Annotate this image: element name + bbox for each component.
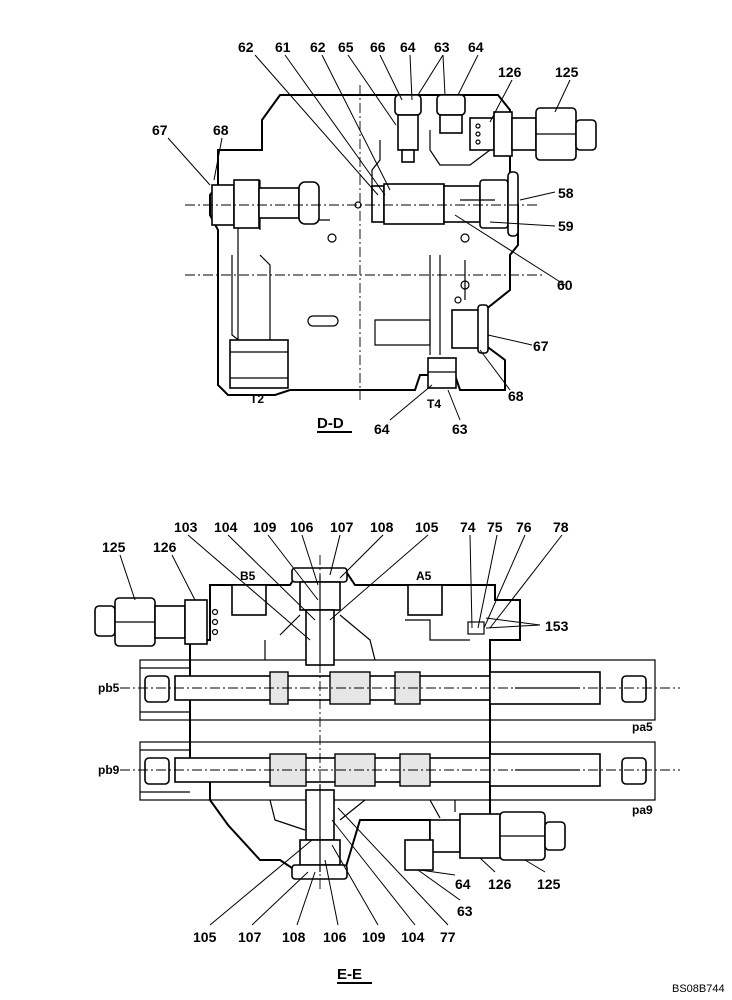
callout-63: 63 [452,421,468,437]
callout-75: 75 [487,519,503,535]
callout-62: 62 [238,39,254,55]
callout-68: 68 [508,388,524,404]
section-dd-body [185,85,597,400]
callout-63: 63 [434,39,450,55]
section-dd-leaders [167,54,571,421]
callout-107: 107 [330,519,354,535]
callout-109: 109 [362,929,386,945]
callout-61: 61 [275,39,291,55]
section-dd-callouts: 62 61 62 65 66 64 63 64 126 125 67 68 58… [152,39,579,437]
port-pb5-label: pb5 [98,681,120,695]
callout-65: 65 [338,39,354,55]
port-pa9-label: pa9 [632,803,653,817]
port-t2-label: T2 [250,392,264,406]
callout-66: 66 [370,39,386,55]
section-ee-callouts-top: 103 104 109 106 107 108 105 74 75 76 78 … [102,519,569,634]
callout-64: 64 [374,421,390,437]
callout-106: 106 [290,519,314,535]
callout-104: 104 [214,519,238,535]
section-dd-ports: T2 T4 [250,392,441,411]
port-b5-label: B5 [240,569,256,583]
section-ee-title: E-E [337,966,362,983]
callout-64: 64 [400,39,416,55]
callout-59: 59 [558,218,574,234]
section-ee-callouts-bottom: 105 107 108 106 109 104 77 64 126 125 63 [193,876,561,945]
callout-67: 67 [533,338,549,354]
port-pa5-label: pa5 [632,720,653,734]
port-a5-label: A5 [416,569,432,583]
callout-153: 153 [545,618,569,634]
callout-60: 60 [557,277,573,293]
section-ee-body [94,555,680,890]
callout-64: 64 [455,876,471,892]
drawing-code: BS08B744 [672,983,725,995]
callout-107: 107 [238,929,262,945]
callout-63: 63 [457,903,473,919]
callout-64: 64 [468,39,484,55]
callout-104: 104 [401,929,425,945]
callout-108: 108 [370,519,394,535]
callout-62: 62 [310,39,326,55]
callout-67: 67 [152,122,168,138]
callout-126: 126 [488,876,512,892]
port-t4-label: T4 [427,397,441,411]
callout-58: 58 [558,185,574,201]
callout-103: 103 [174,519,198,535]
callout-105: 105 [415,519,439,535]
callout-125: 125 [537,876,561,892]
callout-108: 108 [282,929,306,945]
callout-125: 125 [102,539,126,555]
callout-126: 126 [153,539,177,555]
callout-68: 68 [213,122,229,138]
section-ee-ports: B5 A5 pb5 pa5 pb9 pa9 [98,569,653,817]
callout-78: 78 [553,519,569,535]
callout-125: 125 [555,64,579,80]
section-ee-leaders [119,534,563,926]
callout-77: 77 [440,929,456,945]
callout-126: 126 [498,64,522,80]
callout-74: 74 [460,519,476,535]
callout-106: 106 [323,929,347,945]
callout-105: 105 [193,929,217,945]
section-dd-title: D-D [317,415,344,432]
callout-76: 76 [516,519,532,535]
port-pb9-label: pb9 [98,763,120,777]
callout-109: 109 [253,519,277,535]
